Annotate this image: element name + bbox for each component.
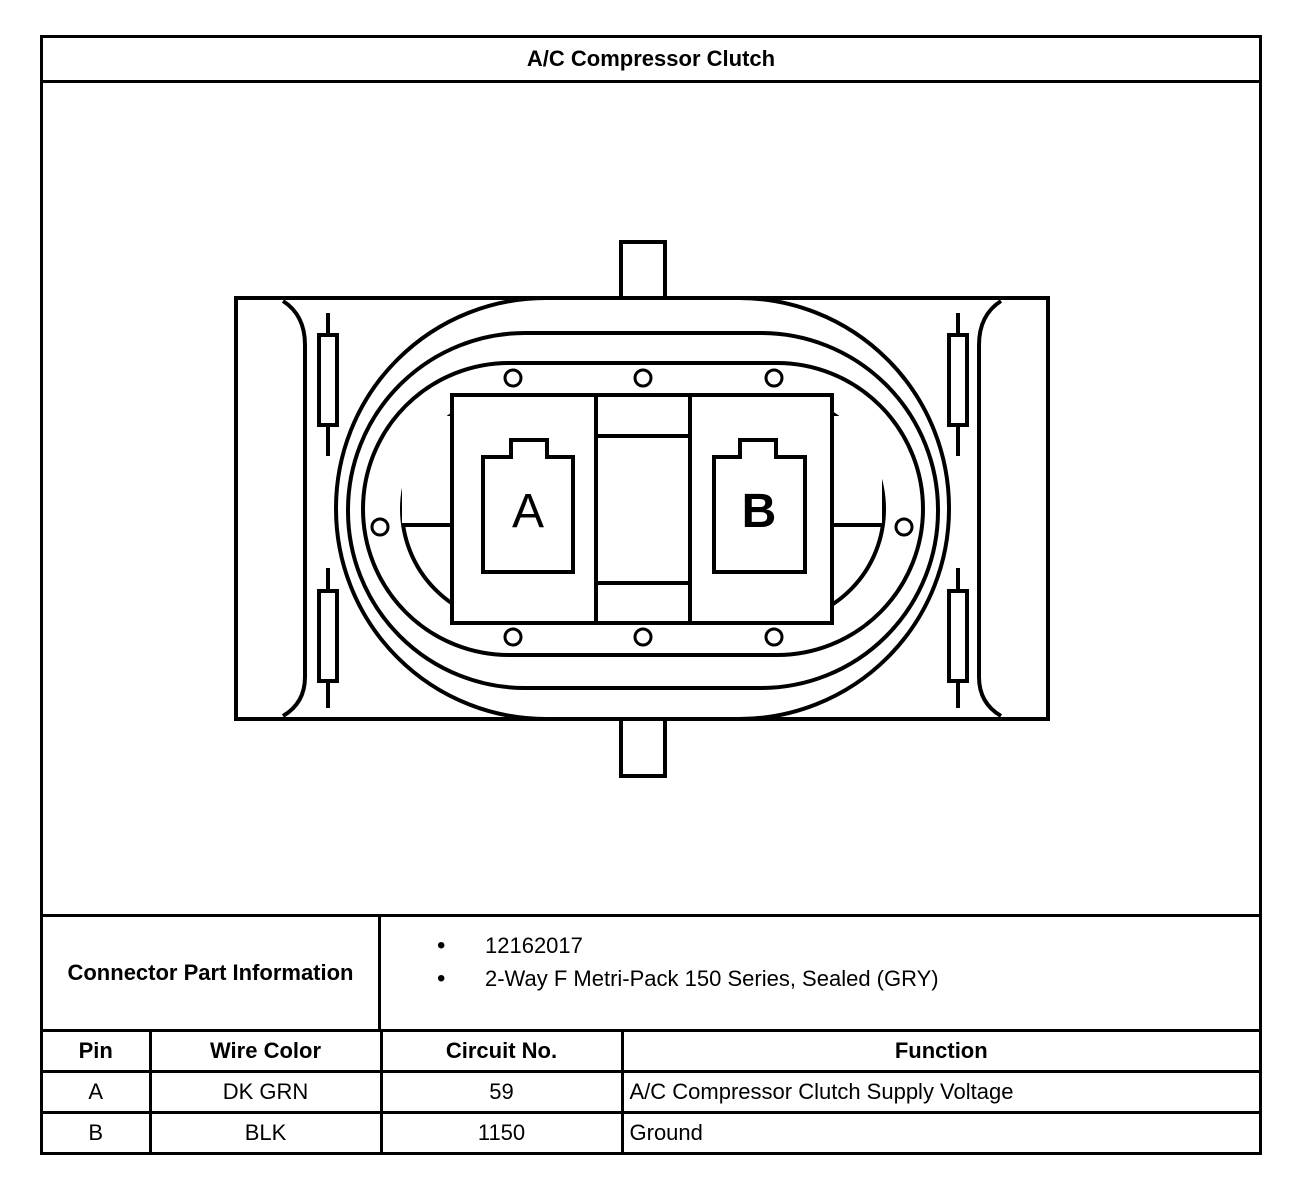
table-row: A DK GRN 59 A/C Compressor Clutch Supply… [43, 1069, 1259, 1115]
cell-circuit-no: 59 [379, 1069, 624, 1115]
left-side-cutout [281, 299, 307, 718]
cell-pin: B [43, 1111, 152, 1152]
connector-info-list: • 12162017 • 2-Way F Metri-Pack 150 Seri… [381, 917, 1259, 1029]
bullet-icon: • [437, 965, 446, 992]
cell-function: A/C Compressor Clutch Supply Voltage [620, 1069, 1259, 1115]
connector-face-drawing: A B [234, 240, 1050, 778]
table-header-row: Pin Wire Color Circuit No. Function [43, 1032, 1259, 1073]
header-wire-color: Wire Color [148, 1032, 383, 1073]
left-bottom-clip [317, 568, 339, 708]
list-item: • 12162017 [381, 929, 1259, 962]
page-title: A/C Compressor Clutch [43, 38, 1259, 83]
connector-diagram: A B [43, 83, 1259, 915]
cavity-b-label: B [742, 485, 777, 538]
cavity-a-label: A [512, 485, 544, 538]
right-bottom-clip [947, 568, 969, 708]
right-side-cutout [977, 299, 1003, 718]
connector-info-label: Connector Part Information [43, 917, 381, 1029]
seal-ring-2 [346, 331, 940, 690]
cavity-b [712, 438, 807, 574]
right-latch-slot [832, 416, 882, 525]
header-circuit-no: Circuit No. [379, 1032, 624, 1073]
bullet-icon: • [437, 932, 446, 959]
left-top-clip [317, 313, 339, 456]
bottom-lock-tab [619, 717, 667, 778]
part-number: 12162017 [485, 933, 583, 958]
top-lock-tab [619, 240, 667, 301]
connector-part-information: Connector Part Information • 12162017 • … [43, 914, 1259, 1032]
seal-ring-3 [361, 361, 925, 657]
cell-wire-color: BLK [148, 1111, 383, 1152]
connector-description: 2-Way F Metri-Pack 150 Series, Sealed (G… [485, 966, 939, 991]
right-top-clip [947, 313, 969, 456]
header-function: Function [620, 1032, 1259, 1073]
table-row: B BLK 1150 Ground [43, 1111, 1259, 1152]
cavity-a [481, 438, 575, 574]
header-pin: Pin [43, 1032, 152, 1073]
list-item: • 2-Way F Metri-Pack 150 Series, Sealed … [381, 962, 1259, 995]
cell-function: Ground [620, 1111, 1259, 1152]
pin-table: Pin Wire Color Circuit No. Function A DK… [43, 1032, 1259, 1152]
cell-wire-color: DK GRN [148, 1069, 383, 1115]
cell-pin: A [43, 1069, 152, 1115]
left-latch-slot [402, 416, 452, 525]
connector-sheet: A/C Compressor Clutch [40, 35, 1262, 1155]
seal-holes [370, 368, 914, 647]
cell-circuit-no: 1150 [379, 1111, 624, 1152]
